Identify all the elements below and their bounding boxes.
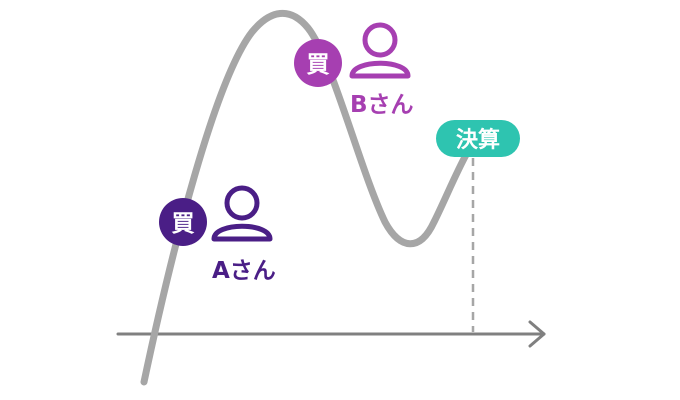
settlement-label: 決算 [456,127,500,153]
buy-badge-a [159,198,207,246]
buy-badge-b [294,39,342,87]
buy-badge-a-label: 買 [172,211,195,237]
settlement-marker: 決算 [436,120,520,157]
settlement-pill [436,120,520,157]
user-icon [211,185,273,242]
user-icon [349,22,411,79]
buyer-b-name: Bさん [350,92,414,118]
buyer-b-marker: 買 Bさん [294,22,414,118]
arrow-right-icon [528,320,546,348]
buy-badge-b-label: 買 [307,52,330,78]
buyer-a-marker: 買 Aさん [159,185,276,284]
time-axis [116,320,546,348]
buyer-a-name: Aさん [212,258,276,284]
